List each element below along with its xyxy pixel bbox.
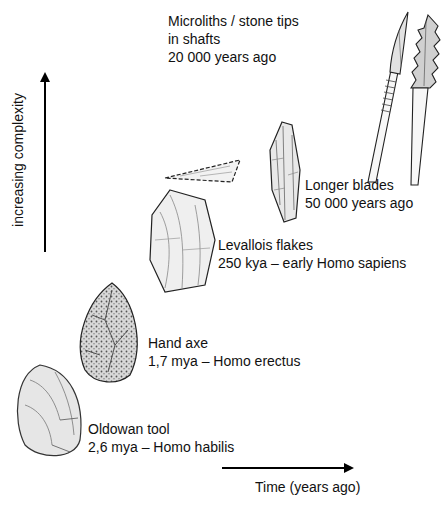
tool-caption: Microliths / stone tips in shafts [168,12,303,48]
axis-label: Time (years ago) [255,478,360,496]
tool-date: 50 000 years ago [305,194,413,212]
long-blade [270,122,300,222]
levallois-flake [150,190,215,292]
axis-label: increasing complexity [9,93,27,227]
hafted-spear [368,12,408,182]
hand-axe [80,283,137,382]
time-arrow [222,467,352,469]
triangular-point [165,160,240,182]
tool-caption: Oldowan tool [88,420,170,438]
complexity-arrow [44,74,46,252]
tool-caption: Longer blades [305,176,394,194]
tool-date: 1,7 mya – Homo erectus [148,352,301,370]
tool-date: 20 000 years ago [168,48,276,66]
tool-date: 250 kya – early Homo sapiens [218,254,406,272]
barbed-spear [411,15,440,185]
tool-caption: Levallois flakes [218,236,313,254]
tool-caption: Hand axe [148,334,208,352]
tool-date: 2,6 mya – Homo habilis [88,438,234,456]
oldowan-tool [17,365,81,456]
